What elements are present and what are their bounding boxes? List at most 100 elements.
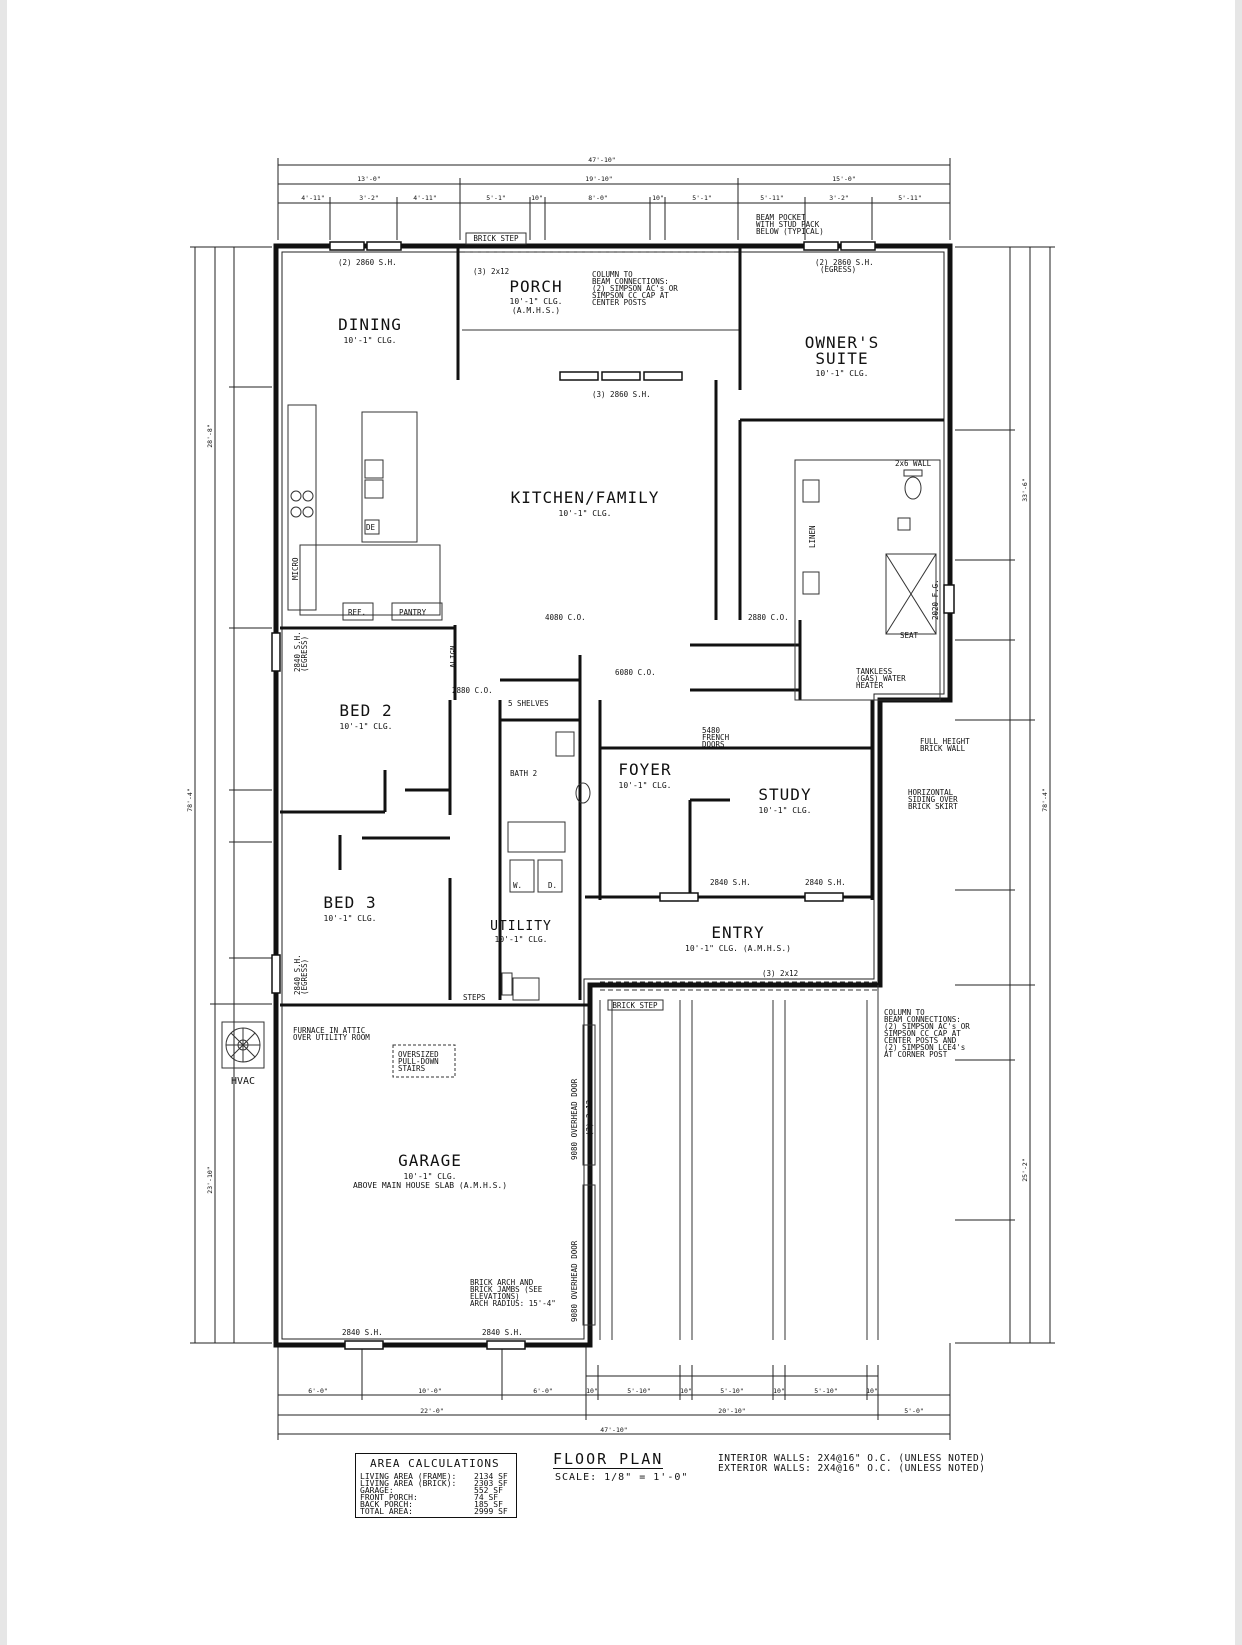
dim-bot-9: 5'-10" xyxy=(814,1387,837,1395)
dim-top-2: 3'-2" xyxy=(359,194,379,202)
pantry-label: PANTRY xyxy=(399,608,427,617)
beam-pocket-3: BELOW (TYPICAL) xyxy=(756,227,824,236)
room-garage: GARAGE xyxy=(398,1151,462,1170)
dim-bot-3: 6'-0" xyxy=(533,1387,553,1395)
french-1: 5480 xyxy=(702,726,721,735)
column-bottom-1: COLUMN TO xyxy=(884,1008,925,1017)
dim-top-1: 4'-11" xyxy=(301,194,324,202)
garage-door-1: 9080 OVERHEAD DOOR xyxy=(570,1078,579,1160)
room-utility: UTILITY xyxy=(490,919,552,934)
side-dimensions: 78'-4" 28'-8" 23'-10" 78'-4" 33'-6" 25'-… xyxy=(186,246,1055,1344)
dim-bot-22: 22'-0" xyxy=(420,1407,443,1415)
column-top-4: SIMPSON CC CAP AT xyxy=(592,291,669,300)
interior-walls xyxy=(280,248,944,1326)
win-garage-1: 2840 S.H. xyxy=(342,1328,383,1337)
column-bottom-6: (2) SIMPSON LCE4's xyxy=(884,1043,965,1052)
room-foyer-clg: 10'-1" CLG. xyxy=(619,781,672,790)
wall-notes: INTERIOR WALLS: 2X4@16" O.C. (UNLESS NOT… xyxy=(718,1454,985,1474)
area-label-3: GARAGE: xyxy=(360,1486,394,1495)
dim-top-8: 5'-1" xyxy=(692,194,712,202)
room-bed2-clg: 10'-1" CLG. xyxy=(340,722,393,731)
horizontal-2: SIDING OVER xyxy=(908,795,958,804)
dim-bot-4: 10" xyxy=(586,1387,598,1395)
room-owners-1: OWNER'S xyxy=(805,333,879,352)
column-bottom-5: CENTER POSTS AND xyxy=(884,1036,957,1045)
french-3: DOORS xyxy=(702,740,725,749)
brick-arch-2: BRICK JAMBS (SEE xyxy=(470,1285,543,1294)
egress-bed2-2: (EGRESS) xyxy=(300,636,309,672)
room-bed3-clg: 10'-1" CLG. xyxy=(324,914,377,923)
co-2880-b: 2880 C.O. xyxy=(452,686,493,695)
dim-top-6: 8'-0" xyxy=(588,194,608,202)
room-dining: DINING xyxy=(338,315,402,334)
hvac-unit: HVAC xyxy=(221,1021,265,1087)
horizontal-3: BRICK SKIRT xyxy=(908,802,958,811)
fg-label: 2020 F.G. xyxy=(931,579,940,620)
room-bed2: BED 2 xyxy=(339,701,392,720)
three-2x12-top: (3) 2x12 xyxy=(473,267,509,276)
dim-bot-6: 10" xyxy=(680,1387,692,1395)
dim-top-10: 3'-2" xyxy=(829,194,849,202)
area-row-6: TOTAL AREA: xyxy=(360,1508,413,1516)
area-calculations-box: AREA CALCULATIONS LIVING AREA (FRAME): 2… xyxy=(355,1453,517,1518)
room-porch-note: (A.M.H.S.) xyxy=(512,306,560,315)
room-labels: PORCH 10'-1" CLG. (A.M.H.S.) DINING 10'-… xyxy=(323,277,879,1190)
hvac-label: HVAC xyxy=(231,1076,255,1087)
egress-bed3-1: 2840 S.H. xyxy=(293,954,302,995)
column-bottom-7: AT CORNER POST xyxy=(884,1050,948,1059)
dim-bot-50: 5'-0" xyxy=(904,1407,924,1415)
room-bath2: BATH 2 xyxy=(510,769,537,778)
area-label-1: LIVING AREA (FRAME): xyxy=(360,1472,457,1481)
beam-pocket-1: BEAM POCKET xyxy=(756,213,806,222)
dim-bot-2: 10'-0" xyxy=(418,1387,441,1395)
column-bottom-3: (2) SIMPSON AC's OR xyxy=(884,1022,970,1031)
tankless-3: HEATER xyxy=(856,681,884,690)
room-entry-clg: 10'-1" CLG. (A.M.H.S.) xyxy=(685,944,791,953)
note-interior: INTERIOR WALLS: 2X4@16" O.C. (UNLESS NOT… xyxy=(718,1453,986,1464)
dim-bot-5: 5'-10" xyxy=(627,1387,650,1395)
area-row-2: LIVING AREA (BRICK): xyxy=(360,1480,456,1488)
brick-arch-1: BRICK ARCH AND xyxy=(470,1278,534,1287)
note-exterior: EXTERIOR WALLS: 2X4@16" O.C. (UNLESS NOT… xyxy=(718,1463,986,1474)
column-top-1: COLUMN TO xyxy=(592,270,633,279)
room-owners-clg: 10'-1" CLG. xyxy=(816,369,869,378)
de-label: DE xyxy=(366,523,376,532)
brick-arch-3: ELEVATIONS) xyxy=(470,1292,520,1301)
area-label-4: FRONT PORCH: xyxy=(360,1493,418,1502)
tankless-1: TANKLESS xyxy=(856,667,893,676)
column-top-2: BEAM CONNECTIONS: xyxy=(592,277,669,286)
washer-label: W. xyxy=(513,881,522,890)
full-height-2: BRICK WALL xyxy=(920,744,966,753)
brick-arch-4: ARCH RADIUS: 15'-4" xyxy=(470,1299,556,1308)
room-garage-clg: 10'-1" CLG. xyxy=(404,1172,457,1181)
shelves-label: 5 SHELVES xyxy=(508,699,549,708)
win-study-2: 2840 S.H. xyxy=(805,878,846,887)
area-row-4: FRONT PORCH: xyxy=(360,1494,418,1502)
room-utility-clg: 10'-1" CLG. xyxy=(495,935,548,944)
dim-bot-1: 6'-0" xyxy=(308,1387,328,1395)
windows xyxy=(271,241,955,1350)
french-2: FRENCH xyxy=(702,733,730,742)
dim-top-5: 10" xyxy=(531,194,543,202)
dim-right-33: 33'-6" xyxy=(1021,478,1029,501)
stairs-2: PULL-DOWN xyxy=(398,1057,439,1066)
garage-door-2: 9080 OVERHEAD DOOR xyxy=(570,1240,579,1322)
brick-step-top: BRICK STEP xyxy=(473,234,519,243)
tankless-2: (GAS) WATER xyxy=(856,674,906,683)
co-2880: 2880 C.O. xyxy=(748,613,789,622)
room-kitchen-clg: 10'-1" CLG. xyxy=(559,509,612,518)
dim-bot-8: 10" xyxy=(773,1387,785,1395)
right-edge xyxy=(1235,0,1242,1645)
dim-top-11: 5'-11" xyxy=(898,194,921,202)
room-bed3: BED 3 xyxy=(323,893,376,912)
steps-label: STEPS xyxy=(463,993,486,1002)
window-kitchen-label: (3) 2860 S.H. xyxy=(592,390,651,399)
room-study: STUDY xyxy=(758,785,811,804)
dryer-label: D. xyxy=(548,881,557,890)
align-label: ALIGN xyxy=(449,645,458,668)
dim-top-b: 19'-10" xyxy=(585,175,612,183)
bottom-dimensions: 6'-0" 10'-0" 6'-0" 10" 5'-10" 10" 5'-10"… xyxy=(277,1343,951,1440)
area-label-5: BACK PORCH: xyxy=(360,1500,413,1509)
win-study-1: 2840 S.H. xyxy=(710,878,751,887)
